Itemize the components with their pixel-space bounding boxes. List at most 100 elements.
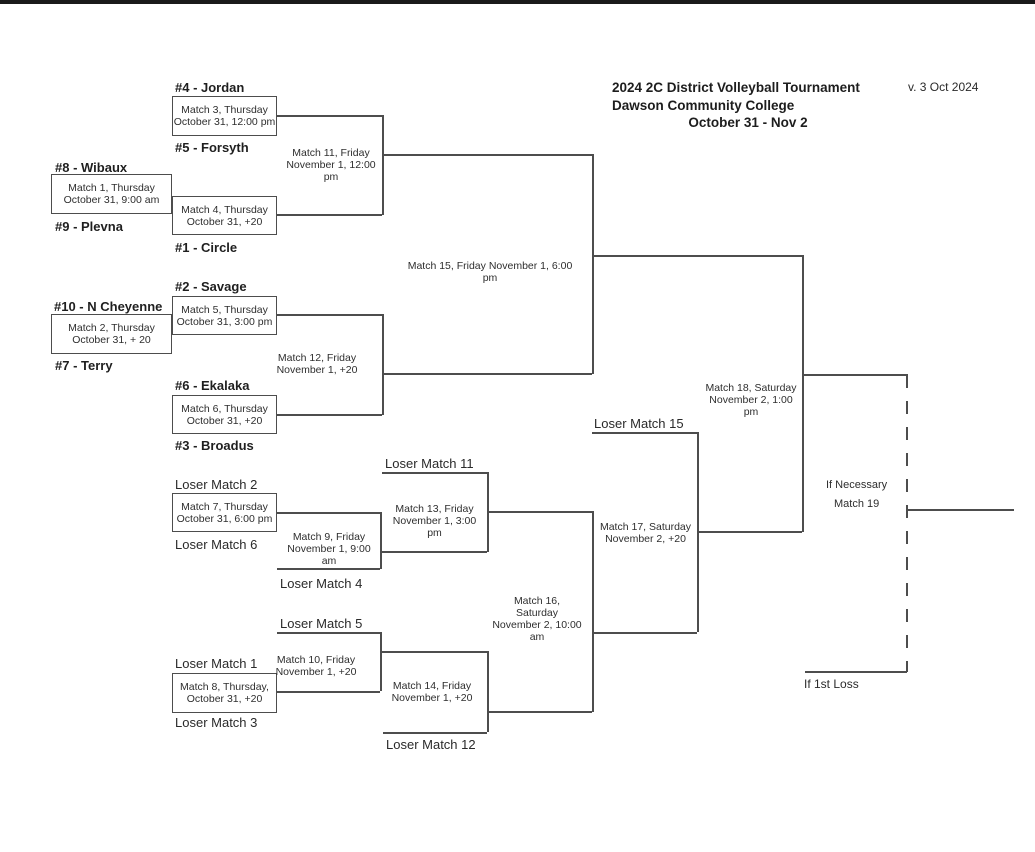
match-14-right-line [487, 651, 489, 732]
match-10-winner-line [380, 651, 487, 653]
match-10-label: Match 10, Friday November 1, +20 [274, 654, 358, 678]
match-11-right-line [382, 115, 384, 215]
match-12-winner-line [382, 373, 592, 375]
if-first-loss-line [805, 671, 907, 673]
match-4-line2: October 31, +20 [186, 215, 263, 228]
match-16-line1: Match 16, Saturday [513, 595, 561, 619]
match-1-box: Match 1, Thursday October 31, 9:00 am [51, 174, 172, 214]
match-19-label: Match 19 [834, 498, 880, 510]
feed-loser-match-6: Loser Match 6 [175, 537, 258, 552]
match-17-label: Match 17, Saturday November 2, +20 [598, 521, 693, 545]
match-2-line1: Match 2, Thursday [68, 322, 155, 334]
match-7-line2: October 31, 6:00 pm [176, 512, 273, 525]
match-12-line1: Match 12, Friday [277, 352, 357, 364]
match-11-bottom-line [277, 214, 382, 216]
match-6-box: Match 6, Thursday October 31, +20 [172, 395, 277, 434]
feed-loser-match-11: Loser Match 11 [385, 456, 474, 471]
match-12-line2: November 1, +20 [276, 364, 358, 376]
match-16-line3: am [529, 631, 545, 643]
loser-match-5-line [277, 632, 380, 634]
scan-top-edge [0, 0, 1035, 4]
match-11-winner-line [382, 154, 592, 156]
match-9-winner-line [380, 551, 487, 553]
seed-8-wibaux: #8 - Wibaux [55, 160, 128, 175]
match-1-line2: October 31, 9:00 am [63, 194, 160, 206]
match-12-right-line [382, 314, 384, 415]
match-7-winner-line [277, 512, 380, 514]
match-11-top-line [277, 115, 382, 117]
feed-loser-match-5: Loser Match 5 [280, 616, 363, 631]
match-13-winner-line [487, 511, 592, 513]
match-8-winner-line [277, 691, 380, 693]
match-9-line1: Match 9, Friday [292, 531, 366, 543]
match-10-line1: Match 10, Friday [276, 654, 356, 666]
title-line-3: October 31 - Nov 2 [688, 115, 808, 130]
match-6-line2: October 31, +20 [186, 414, 263, 427]
match-15-winner-line [592, 255, 802, 257]
match-18-winner-line [802, 374, 908, 376]
match-2-line2: October 31, + 20 [72, 334, 151, 346]
match-4-line1: Match 4, Thursday [181, 203, 268, 216]
match-19-dashed-line [906, 375, 908, 672]
seed-7-terry: #7 - Terry [55, 358, 113, 373]
match-15-line1: Match 15, Friday November 1, 6:00 pm [407, 260, 573, 284]
feed-loser-match-3: Loser Match 3 [175, 715, 258, 730]
match-18-right-line [802, 255, 804, 532]
match-19-winner-line [907, 509, 1014, 511]
match-17-line1: Match 17, Saturday [599, 521, 692, 533]
match-4-box: Match 4, Thursday October 31, +20 [172, 196, 277, 235]
match-17-line2: November 2, +20 [605, 533, 686, 545]
match-16-label: Match 16, Saturday November 2, 10:00 am [492, 595, 582, 643]
match-3-line1: Match 3, Thursday [181, 104, 268, 116]
match-18-label: Match 18, Saturday November 2, 1:00 pm [703, 382, 799, 418]
match-14-line2: November 1, +20 [391, 692, 473, 704]
seed-3-broadus: #3 - Broadus [175, 438, 254, 453]
feed-loser-match-12: Loser Match 12 [386, 737, 476, 752]
match-3-box: Match 3, Thursday October 31, 12:00 pm [172, 96, 277, 136]
match-7-box: Match 7, Thursday October 31, 6:00 pm [172, 493, 277, 532]
match-12-top-line [277, 314, 382, 316]
match-11-line1: Match 11, Friday [292, 147, 370, 159]
match-13-line1: Match 13, Friday [395, 503, 474, 515]
version-label: v. 3 Oct 2024 [908, 80, 979, 94]
match-16-winner-line [592, 632, 697, 634]
seed-6-ekalaka: #6 - Ekalaka [175, 378, 250, 393]
match-14-winner-line [487, 711, 592, 713]
match-11-label: Match 11, Friday November 1, 12:00 pm [283, 147, 379, 183]
match-13-line2: November 1, 3:00 pm [392, 515, 477, 539]
match-9-line2: November 1, 9:00 am [287, 543, 371, 567]
seed-1-circle: #1 - Circle [175, 240, 238, 255]
match-15-label: Match 15, Friday November 1, 6:00 pm [400, 260, 580, 284]
if-necessary-label: If Necessary [826, 479, 888, 491]
match-15-right-line [592, 154, 594, 374]
feed-loser-match-4: Loser Match 4 [280, 576, 363, 591]
title-line-2: Dawson Community College [612, 97, 795, 113]
seed-9-plevna: #9 - Plevna [55, 219, 123, 234]
loser-match-12-line [383, 732, 487, 734]
match-10-line2: November 1, +20 [275, 666, 357, 678]
tournament-title: 2024 2C District Volleyball Tournament D… [612, 79, 884, 132]
match-8-box: Match 8, Thursday, October 31, +20 [172, 673, 277, 713]
match-5-line1: Match 5, Thursday [181, 303, 268, 316]
seed-2-savage: #2 - Savage [175, 279, 247, 294]
seed-4-jordan: #4 - Jordan [175, 80, 245, 95]
feed-loser-match-1: Loser Match 1 [175, 656, 258, 671]
match-18-line1: Match 18, Saturday [705, 382, 797, 394]
match-11-line2: November 1, 12:00 [286, 159, 376, 171]
match-9-label: Match 9, Friday November 1, 9:00 am [281, 531, 377, 567]
feed-loser-match-2: Loser Match 2 [175, 477, 258, 492]
match-2-box: Match 2, Thursday October 31, + 20 [51, 314, 172, 354]
loser-match-11-line [382, 472, 487, 474]
match-14-line1: Match 14, Friday [392, 680, 472, 692]
match-16-line2: November 2, 10:00 [492, 619, 582, 631]
match-11-line3: pm [323, 171, 339, 183]
match-5-box: Match 5, Thursday October 31, 3:00 pm [172, 296, 277, 335]
match-7-line1: Match 7, Thursday [181, 500, 268, 513]
seed-10-n-cheyenne: #10 - N Cheyenne [54, 299, 163, 314]
loser-match-4-line [277, 568, 380, 570]
match-13-label: Match 13, Friday November 1, 3:00 pm [386, 503, 483, 539]
seed-5-forsyth: #5 - Forsyth [175, 140, 249, 155]
match-14-label: Match 14, Friday November 1, +20 [390, 680, 474, 704]
match-6-line1: Match 6, Thursday [181, 402, 268, 415]
